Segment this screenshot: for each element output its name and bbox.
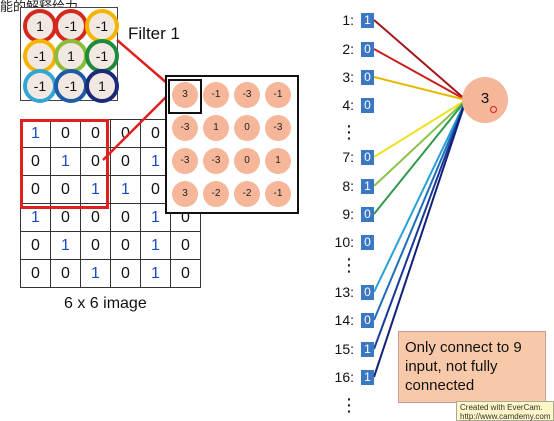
feature-cell: -3	[265, 115, 291, 141]
input-connection	[373, 76, 467, 101]
image-cell: 0	[110, 259, 141, 288]
input-value: 1	[361, 370, 374, 385]
input-value: 0	[361, 235, 374, 250]
image-cell: 1	[110, 175, 141, 204]
input-label: 13:	[334, 284, 354, 300]
image-cell: 1	[50, 147, 81, 176]
feature-cell: -3	[172, 115, 198, 141]
feature-cell: -1	[265, 181, 291, 207]
input-label: 1:	[342, 12, 354, 28]
input-connection	[373, 99, 467, 378]
input-value: 0	[361, 207, 374, 222]
feature-cell: 1	[203, 115, 229, 141]
input-label: 10:	[334, 234, 354, 250]
input-label: 2:	[342, 41, 354, 57]
feature-cell: -3	[172, 148, 198, 174]
input-value: 0	[361, 42, 374, 57]
input-connection	[373, 99, 467, 215]
input-label: 14:	[334, 312, 354, 328]
feature-cell: 0	[234, 115, 260, 141]
image-cell: 0	[20, 231, 51, 260]
image-label: 6 x 6 image	[64, 295, 147, 312]
feature-map-highlight	[168, 79, 202, 114]
window-arrow	[102, 92, 171, 161]
input-label: 8:	[342, 178, 354, 194]
input-label: 16:	[334, 369, 354, 385]
feature-cell: 0	[234, 148, 260, 174]
feature-cell: -1	[203, 82, 229, 108]
input-label: 4:	[342, 97, 354, 113]
filter-cell: 1	[85, 69, 119, 103]
ellipsis-dots: ⋮	[340, 395, 358, 415]
input-value: 1	[361, 342, 374, 357]
input-connection	[373, 99, 467, 187]
filter-label: Filter 1	[128, 24, 180, 43]
input-connection	[373, 48, 467, 101]
filter-cell: -1	[54, 9, 88, 43]
input-value: 0	[361, 313, 374, 328]
feature-cell: -2	[203, 181, 229, 207]
feature-cell: -1	[265, 82, 291, 108]
input-value: 0	[361, 70, 374, 85]
input-label: 15:	[334, 341, 354, 357]
watermark-line2: http://www.camdemy.com	[460, 412, 551, 421]
input-value: 0	[361, 285, 374, 300]
feature-cell: 3	[172, 181, 198, 207]
watermark-line1: Created with EverCam.	[460, 403, 543, 412]
input-connection	[373, 99, 467, 293]
input-connection	[373, 99, 467, 158]
ellipsis-dots: ⋮	[340, 122, 358, 142]
input-value: 0	[361, 98, 374, 113]
input-label: 7:	[342, 149, 354, 165]
watermark: Created with EverCam. http://www.camdemy…	[456, 401, 554, 421]
feature-cell: 1	[265, 148, 291, 174]
input-label: 3:	[342, 69, 354, 85]
input-value: 1	[361, 13, 374, 28]
input-label: 9:	[342, 206, 354, 222]
filter-window-highlight	[20, 119, 109, 209]
image-cell: 0	[50, 259, 81, 288]
note-box: Only connect to 9 input, not fully conne…	[398, 331, 546, 403]
image-cell: 0	[170, 231, 201, 260]
feature-cell: -3	[234, 82, 260, 108]
image-cell: 1	[80, 259, 111, 288]
feature-cell: 3	[172, 82, 198, 108]
image-cell: 1	[140, 231, 171, 260]
feature-cell: -2	[234, 181, 260, 207]
feature-cell: -3	[203, 148, 229, 174]
image-cell: 0	[80, 119, 111, 148]
ellipsis-dots: ⋮	[340, 255, 358, 275]
neuron: 3	[462, 77, 508, 123]
input-connection	[373, 19, 467, 101]
filter-cell: -1	[54, 69, 88, 103]
input-value: 0	[361, 150, 374, 165]
filter-arrow	[116, 39, 169, 85]
input-connection	[373, 99, 467, 350]
input-connection	[373, 99, 467, 321]
input-value: 1	[361, 179, 374, 194]
image-cell: 0	[170, 259, 201, 288]
cursor-dot	[490, 106, 497, 113]
